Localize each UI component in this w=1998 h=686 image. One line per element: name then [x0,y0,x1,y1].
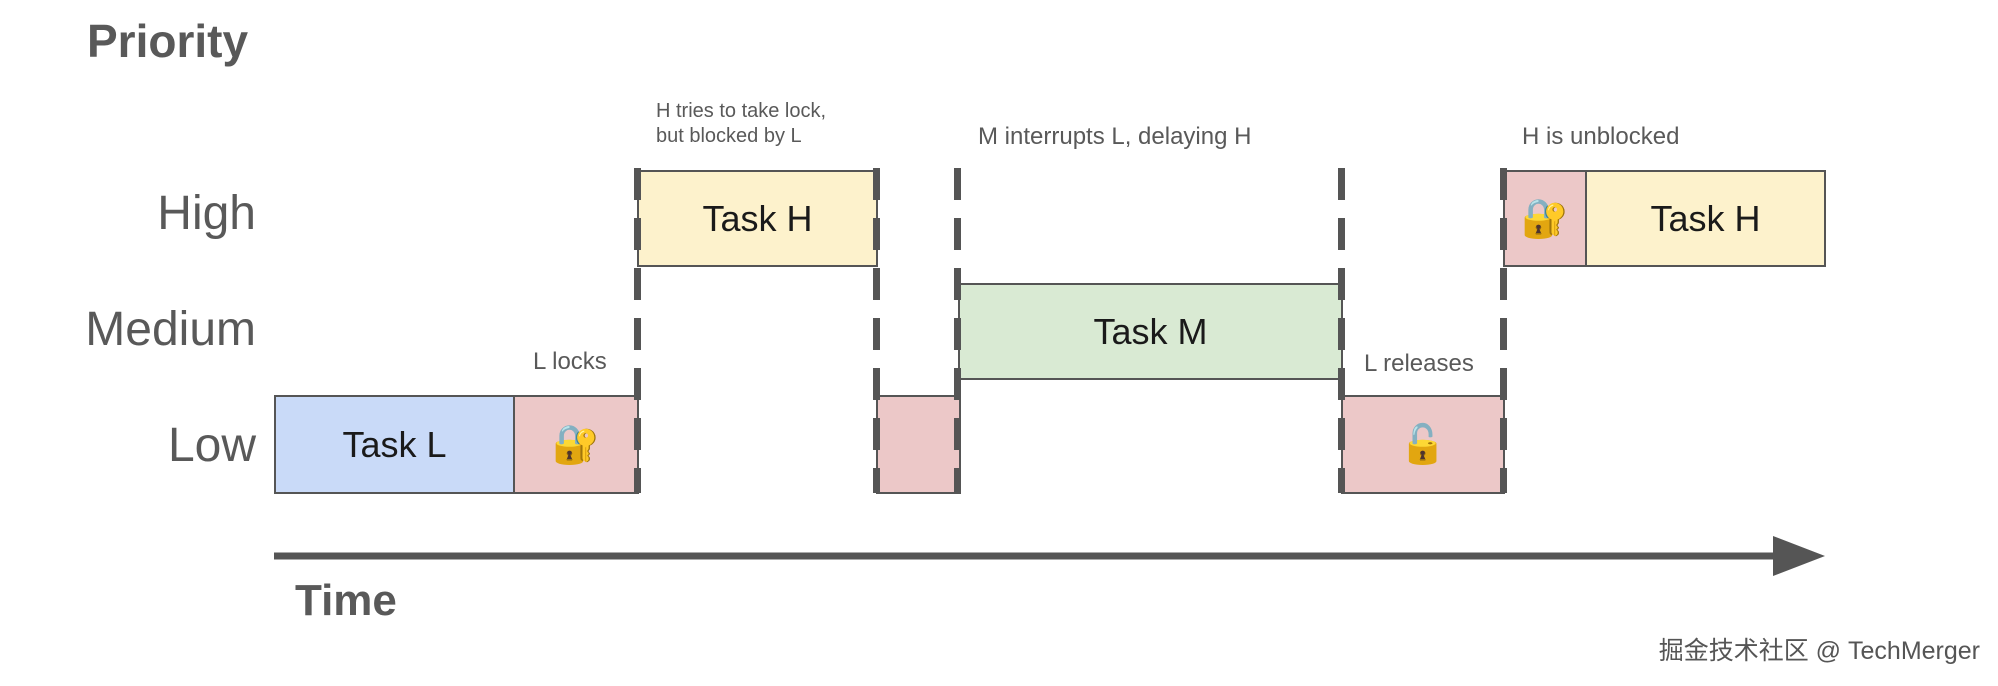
row-label-low: Low [167,419,256,472]
row-label-high: High [157,187,256,240]
task-h-label-first: Task H [702,197,813,239]
event-line-h-end [873,168,880,493]
y-axis-title: Priority [87,15,249,67]
watermark: 掘金技术社区 @ TechMerger [1658,637,1980,665]
task-m-box: Task M [958,283,1343,380]
task-l-label: Task L [342,423,447,465]
annotation-m-interrupts: M interrupts L, delaying H [978,123,1252,150]
lock-held-segment-1: 🔐 [513,395,639,494]
unlocked-icon: 🔓 [1399,423,1447,466]
event-line-h-blocked [634,168,641,493]
task-l-box: Task L [274,395,515,494]
locked-with-key-icon: 🔐 [552,423,600,466]
annotation-h-tries: H tries to take lock, but blocked by L [656,99,826,149]
lock-held-segment-2 [876,395,961,494]
annotation-l-locks: L locks [533,348,607,375]
task-m-label: Task M [1093,310,1208,352]
task-h-label-second: Task H [1650,197,1761,239]
annotation-l-releases: L releases [1364,350,1474,377]
annotation-h-unblocked: H is unblocked [1522,123,1680,150]
task-h-box-unblocked: Task H [1585,170,1826,267]
annotation-h-tries-line1: H tries to take lock, [656,100,827,122]
locked-with-key-icon: 🔐 [1521,197,1569,240]
event-line-m-start [954,168,961,493]
event-line-m-end [1338,168,1345,493]
time-axis-arrowhead [1773,536,1825,576]
lock-held-segment-3: 🔓 [1341,395,1505,494]
row-label-medium: Medium [85,303,256,356]
event-line-l-release [1500,168,1507,493]
x-axis-title: Time [295,576,397,625]
annotation-h-tries-line2: but blocked by L [656,125,802,147]
